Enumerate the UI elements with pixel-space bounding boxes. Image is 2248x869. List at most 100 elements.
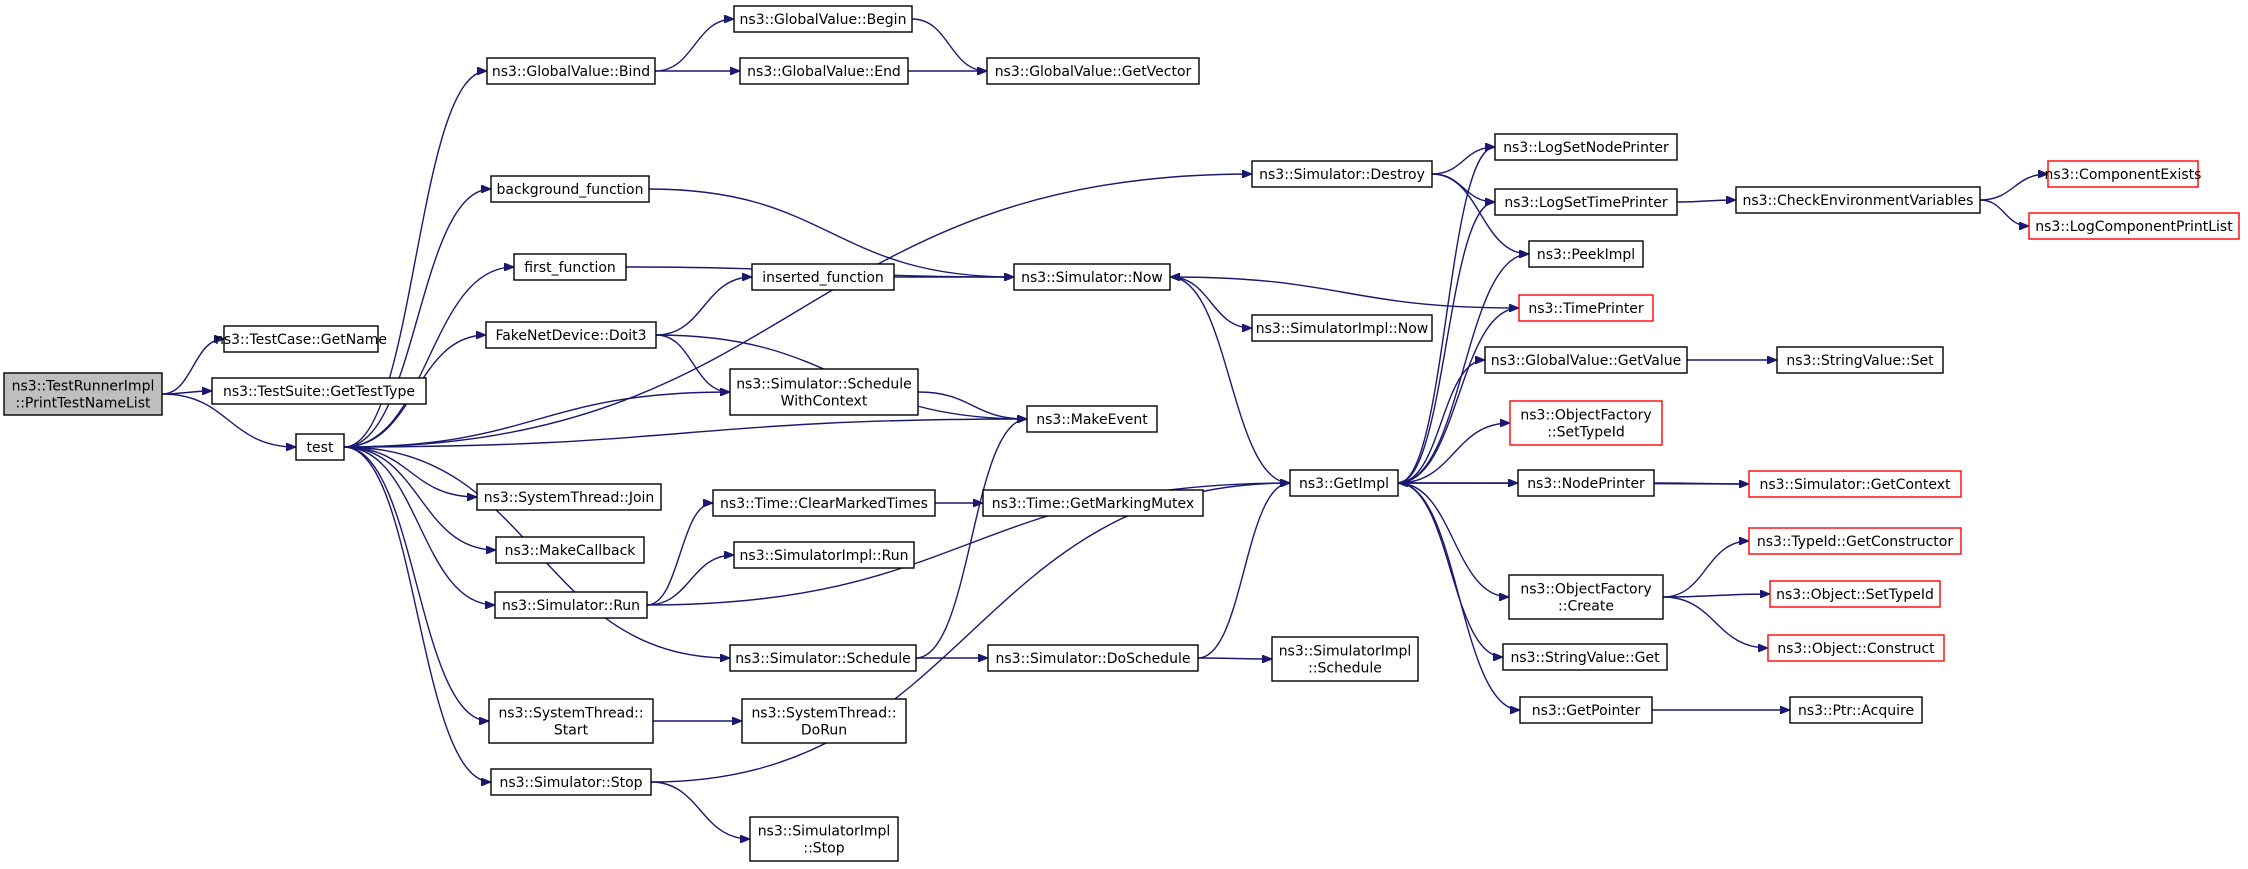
node-box-logcompprint[interactable]: [2028, 212, 2240, 240]
node-box-schedctx[interactable]: [729, 368, 919, 416]
node-simimplrun[interactable]: ns3::SimulatorImpl::Run: [733, 541, 915, 569]
node-box-svget[interactable]: [1502, 643, 1668, 671]
node-box-timeprinter[interactable]: [1518, 294, 1654, 322]
node-gvgetvec[interactable]: ns3::GlobalValue::GetVector: [986, 57, 1200, 85]
node-objconstruct[interactable]: ns3::Object::Construct: [1767, 634, 1945, 662]
node-makeevent[interactable]: ns3::MakeEvent: [1026, 405, 1158, 433]
node-stjoin[interactable]: ns3::SystemThread::Join: [476, 483, 662, 511]
node-checkenv[interactable]: ns3::CheckEnvironmentVariables: [1735, 186, 1981, 214]
node-logcompprint[interactable]: ns3::LogComponentPrintList: [2028, 212, 2240, 240]
node-box-insfunc[interactable]: [751, 263, 895, 291]
node-compexists[interactable]: ns3::ComponentExists: [2045, 160, 2202, 188]
node-box-objconstruct[interactable]: [1767, 634, 1945, 662]
node-box-gvend[interactable]: [739, 57, 909, 85]
node-box-firstfunc[interactable]: [513, 253, 627, 281]
node-box-simstop[interactable]: [490, 768, 652, 796]
node-box-makecb[interactable]: [495, 536, 645, 564]
node-gvbind[interactable]: ns3::GlobalValue::Bind: [486, 57, 656, 85]
node-box-tstype[interactable]: [211, 377, 427, 405]
node-box-gvgetval[interactable]: [1484, 346, 1688, 374]
node-box-peekimpl[interactable]: [1528, 240, 1644, 268]
node-box-simdestroy[interactable]: [1251, 160, 1433, 188]
node-fakedoit[interactable]: FakeNetDevice::Doit3: [485, 321, 657, 349]
node-box-objsettype[interactable]: [1769, 580, 1941, 608]
node-box-gvbegin[interactable]: [733, 5, 913, 33]
node-box-implsched[interactable]: [1271, 636, 1419, 682]
node-box-gvgetvec[interactable]: [986, 57, 1200, 85]
node-lognode[interactable]: ns3::LogSetNodePrinter: [1494, 133, 1678, 161]
node-box-nodeprinter[interactable]: [1517, 469, 1655, 497]
node-box-ststart[interactable]: [488, 698, 654, 744]
node-box-compexists[interactable]: [2047, 160, 2199, 188]
node-box-test[interactable]: [295, 433, 345, 461]
node-box-implstop[interactable]: [749, 816, 899, 862]
node-gvbegin[interactable]: ns3::GlobalValue::Begin: [733, 5, 913, 33]
node-objsettype[interactable]: ns3::Object::SetTypeId: [1769, 580, 1941, 608]
node-ptracq[interactable]: ns3::Ptr::Acquire: [1789, 696, 1923, 724]
node-getimpl[interactable]: ns3::GetImpl: [1289, 469, 1399, 497]
node-box-bgfunc[interactable]: [490, 175, 650, 203]
node-box-getmutex[interactable]: [982, 489, 1204, 517]
node-gvend[interactable]: ns3::GlobalValue::End: [739, 57, 909, 85]
node-getptr[interactable]: ns3::GetPointer: [1519, 696, 1653, 724]
node-box-root[interactable]: [3, 372, 163, 416]
node-getmutex[interactable]: ns3::Time::GetMarkingMutex: [982, 489, 1204, 517]
node-svset[interactable]: ns3::StringValue::Set: [1776, 346, 1944, 374]
node-box-stjoin[interactable]: [476, 483, 662, 511]
node-root[interactable]: ns3::TestRunnerImpl::PrintTestNameList: [3, 372, 163, 416]
node-ofsettype[interactable]: ns3::ObjectFactory::SetTypeId: [1509, 400, 1663, 446]
node-tcname[interactable]: ns3::TestCase::GetName: [215, 325, 387, 353]
node-simdestroy[interactable]: ns3::Simulator::Destroy: [1251, 160, 1433, 188]
node-bgfunc[interactable]: background_function: [490, 175, 650, 203]
node-box-tidgetctor[interactable]: [1748, 527, 1962, 555]
node-box-simsched[interactable]: [729, 644, 917, 672]
node-tidgetctor[interactable]: ns3::TypeId::GetConstructor: [1748, 527, 1962, 555]
node-stdorun[interactable]: ns3::SystemThread::DoRun: [741, 698, 907, 744]
node-box-stdorun[interactable]: [741, 698, 907, 744]
node-box-lognode[interactable]: [1494, 133, 1678, 161]
node-box-dosched[interactable]: [987, 644, 1199, 672]
node-implstop[interactable]: ns3::SimulatorImpl::Stop: [749, 816, 899, 862]
node-dosched[interactable]: ns3::Simulator::DoSchedule: [987, 644, 1199, 672]
node-ststart[interactable]: ns3::SystemThread::Start: [488, 698, 654, 744]
node-simgetctx[interactable]: ns3::Simulator::GetContext: [1748, 470, 1962, 498]
node-test[interactable]: test: [295, 433, 345, 461]
node-box-ofsettype[interactable]: [1509, 400, 1663, 446]
node-ofcreate[interactable]: ns3::ObjectFactory::Create: [1508, 574, 1664, 620]
node-box-simgetctx[interactable]: [1748, 470, 1962, 498]
node-implnow[interactable]: ns3::SimulatorImpl::Now: [1251, 314, 1433, 342]
node-gvgetval[interactable]: ns3::GlobalValue::GetValue: [1484, 346, 1688, 374]
node-simnow[interactable]: ns3::Simulator::Now: [1013, 263, 1171, 291]
node-box-simimplrun[interactable]: [733, 541, 915, 569]
node-box-clrmark[interactable]: [712, 489, 936, 517]
node-clrmark[interactable]: ns3::Time::ClearMarkedTimes: [712, 489, 936, 517]
node-box-getptr[interactable]: [1519, 696, 1653, 724]
node-box-logtime[interactable]: [1494, 188, 1678, 216]
node-box-ofcreate[interactable]: [1508, 574, 1664, 620]
node-insfunc[interactable]: inserted_function: [751, 263, 895, 291]
node-tstype[interactable]: ns3::TestSuite::GetTestType: [211, 377, 427, 405]
node-peekimpl[interactable]: ns3::PeekImpl: [1528, 240, 1644, 268]
node-timeprinter[interactable]: ns3::TimePrinter: [1518, 294, 1654, 322]
node-box-simrun[interactable]: [494, 591, 648, 619]
node-box-implnow[interactable]: [1251, 314, 1433, 342]
node-implsched[interactable]: ns3::SimulatorImpl::Schedule: [1271, 636, 1419, 682]
node-box-fakedoit[interactable]: [485, 321, 657, 349]
node-logtime[interactable]: ns3::LogSetTimePrinter: [1494, 188, 1678, 216]
node-box-gvbind[interactable]: [486, 57, 656, 85]
node-nodeprinter[interactable]: ns3::NodePrinter: [1517, 469, 1655, 497]
node-box-makeevent[interactable]: [1026, 405, 1158, 433]
node-box-simnow[interactable]: [1013, 263, 1171, 291]
node-box-tcname[interactable]: [223, 325, 379, 353]
node-box-ptracq[interactable]: [1789, 696, 1923, 724]
node-simrun[interactable]: ns3::Simulator::Run: [494, 591, 648, 619]
node-simstop[interactable]: ns3::Simulator::Stop: [490, 768, 652, 796]
node-svget[interactable]: ns3::StringValue::Get: [1502, 643, 1668, 671]
node-firstfunc[interactable]: first_function: [513, 253, 627, 281]
node-simsched[interactable]: ns3::Simulator::Schedule: [729, 644, 917, 672]
node-box-svset[interactable]: [1776, 346, 1944, 374]
node-box-checkenv[interactable]: [1735, 186, 1981, 214]
node-makecb[interactable]: ns3::MakeCallback: [495, 536, 645, 564]
node-box-getimpl[interactable]: [1289, 469, 1399, 497]
